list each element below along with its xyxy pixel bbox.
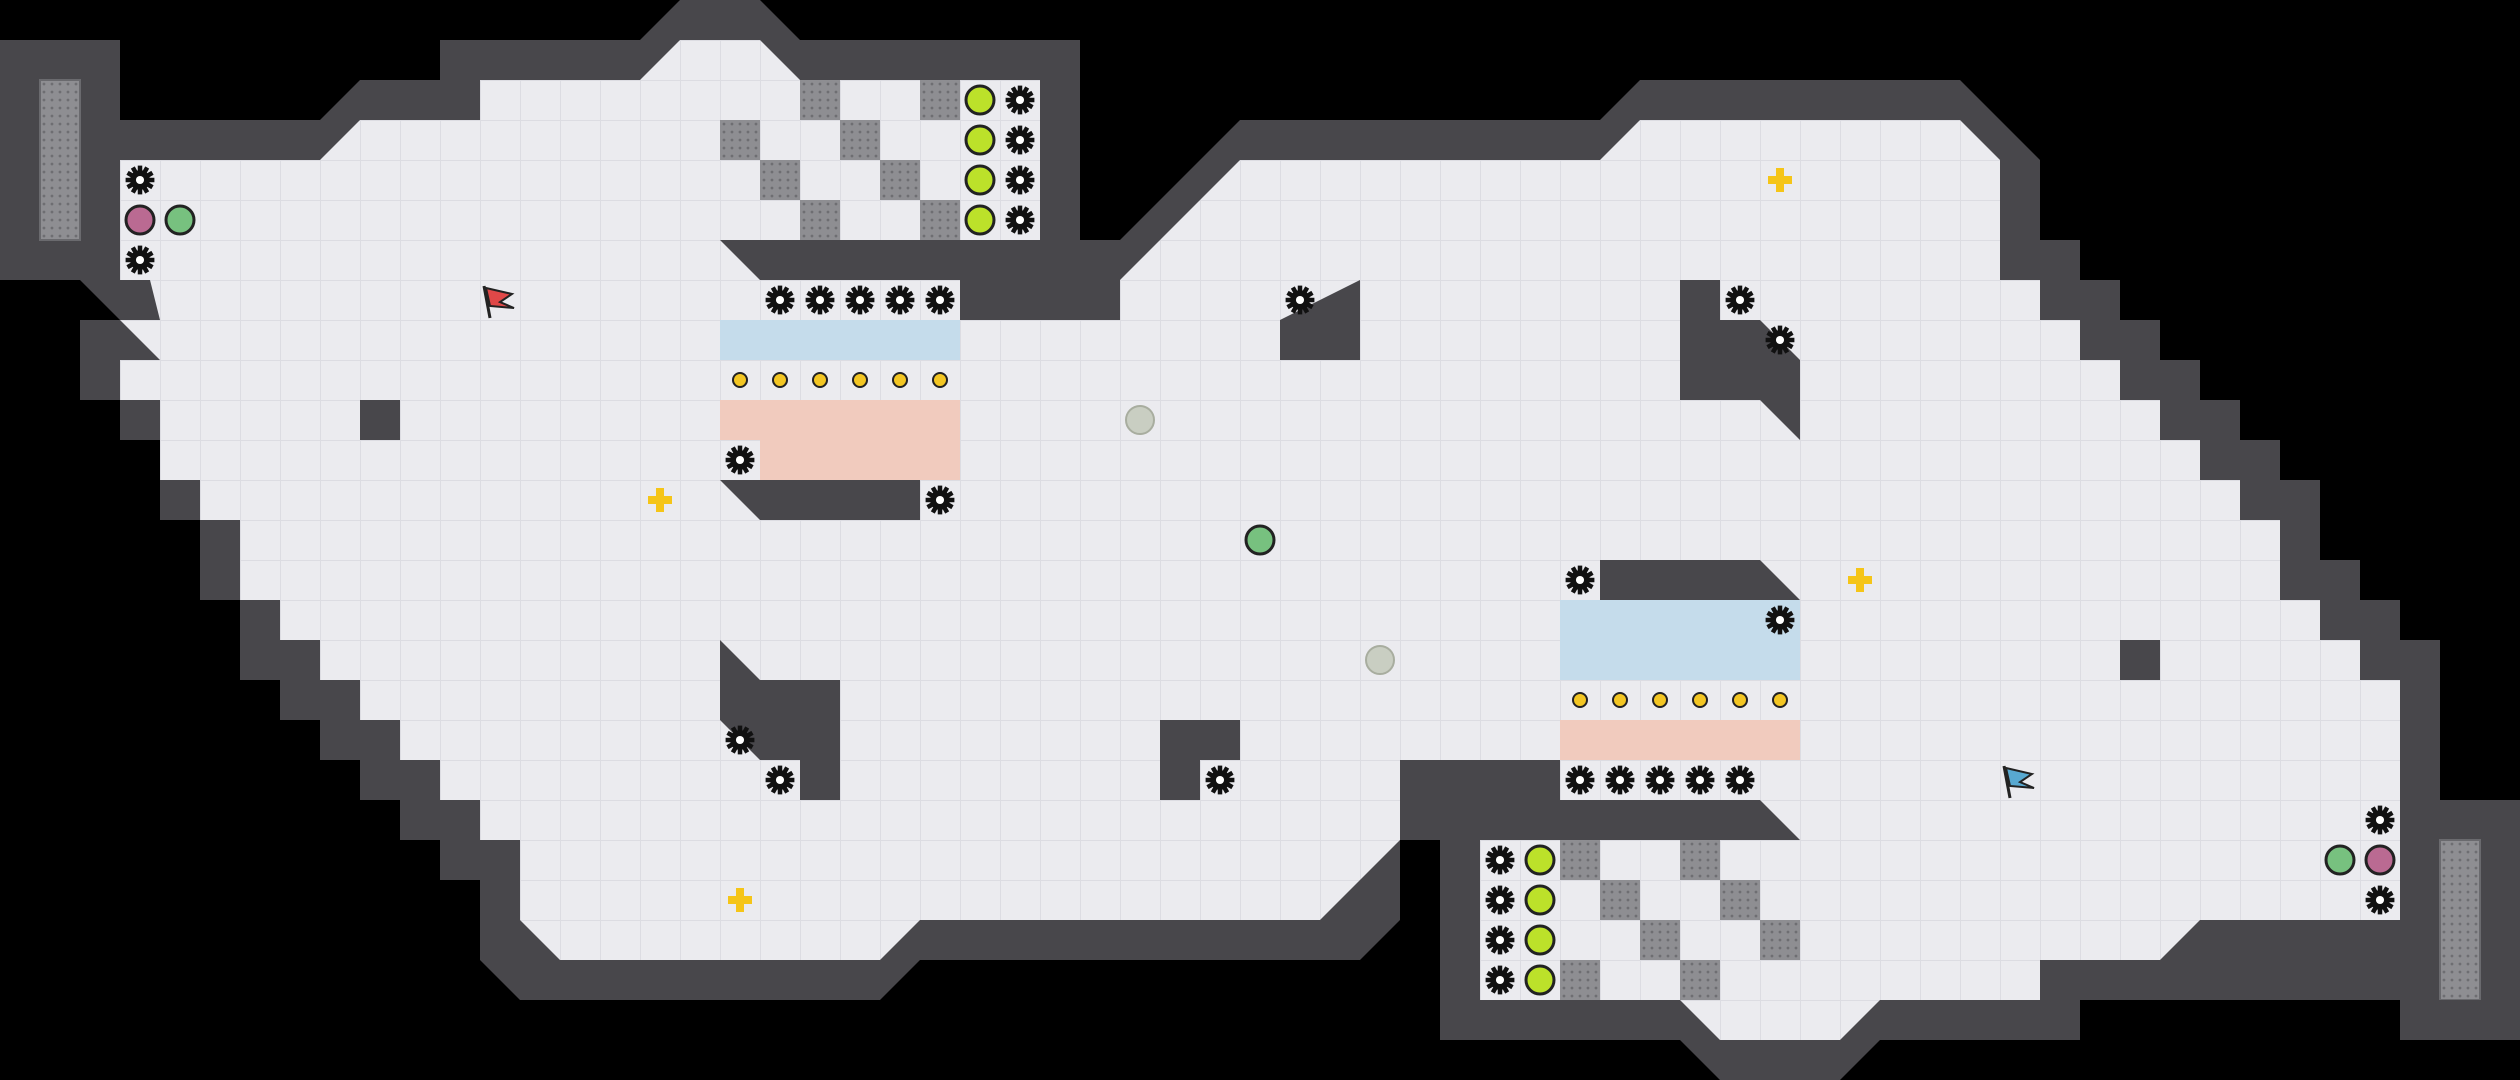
blue-base-grates <box>1560 840 1800 1000</box>
red-flag-icon[interactable] <box>482 285 515 319</box>
right-team-zones <box>1560 600 1800 760</box>
blue-flag-icon[interactable] <box>2002 765 2035 799</box>
red-base-grates <box>720 80 960 240</box>
green-ball-icon <box>164 204 2356 876</box>
boost-cross-icon <box>648 168 1872 912</box>
spawn-gates <box>39 79 2520 1040</box>
left-team-zones <box>720 320 960 480</box>
coins <box>732 372 1788 708</box>
ghost-ball-icon <box>1125 405 1395 675</box>
lime-bombs <box>964 84 1556 996</box>
purple-ball-icon <box>124 204 2396 876</box>
inner-walls <box>360 240 2160 840</box>
